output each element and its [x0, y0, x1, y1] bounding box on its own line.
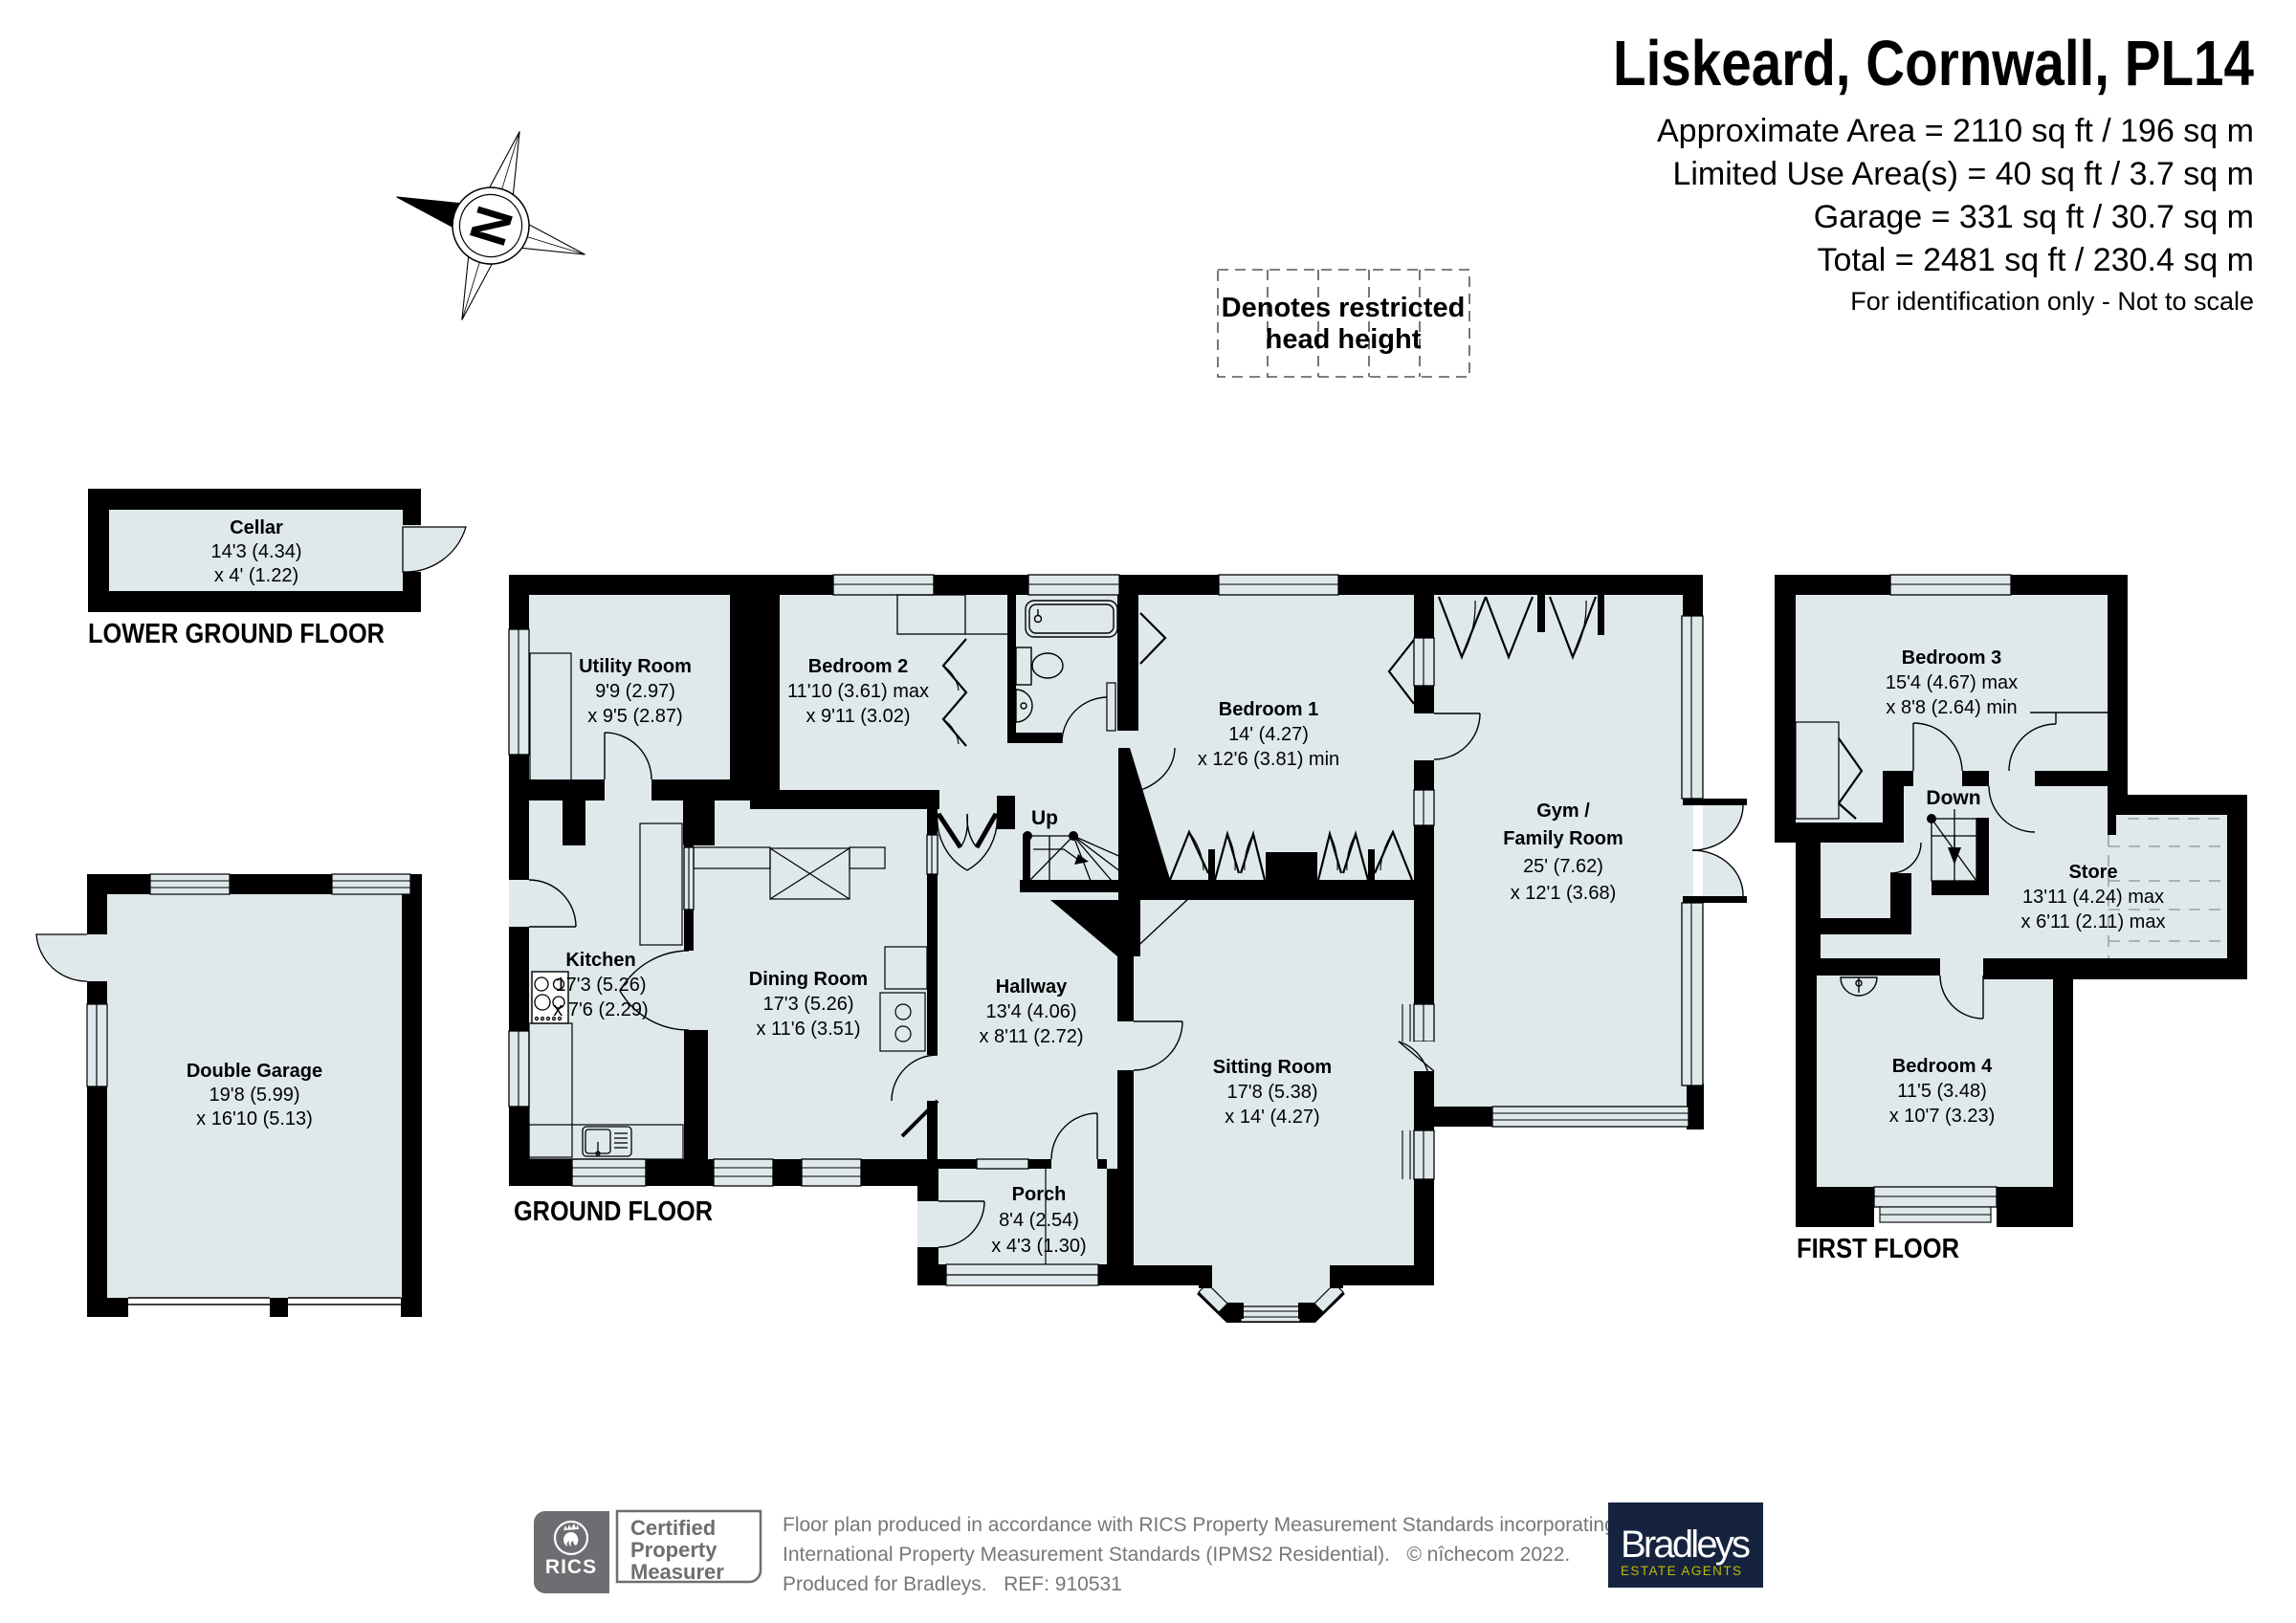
svg-text:Produced for Bradleys. REF:: Produced for Bradleys. REF: 910531 [783, 1573, 1122, 1595]
svg-text:x 14' (4.27): x 14' (4.27) [1225, 1107, 1319, 1128]
svg-text:GROUND FLOOR: GROUND FLOOR [514, 1196, 713, 1227]
svg-text:13'11 (4.24) max: 13'11 (4.24) max [2022, 887, 2164, 908]
svg-text:8'4 (2.54): 8'4 (2.54) [999, 1210, 1079, 1231]
svg-text:11'10 (3.61) max: 11'10 (3.61) max [787, 681, 929, 702]
svg-text:17'3 (5.26): 17'3 (5.26) [556, 975, 647, 996]
svg-text:Bedroom 4: Bedroom 4 [1892, 1056, 1993, 1077]
svg-text:x 11'6 (3.51): x 11'6 (3.51) [756, 1019, 860, 1040]
svg-text:x 8'8 (2.64) min: x 8'8 (2.64) min [1886, 697, 2017, 718]
svg-text:ESTATE AGENTS: ESTATE AGENTS [1621, 1564, 1741, 1578]
svg-text:Bedroom 3: Bedroom 3 [1902, 647, 2001, 669]
svg-text:Denotes restricted: Denotes restricted [1222, 293, 1466, 323]
svg-text:Dining Room: Dining Room [749, 969, 868, 990]
svg-text:For identification only - Not: For identification only - Not to scale [1850, 287, 2254, 316]
svg-text:x 9'11 (3.02): x 9'11 (3.02) [806, 706, 910, 727]
svg-text:Bradleys: Bradleys [1621, 1524, 1751, 1566]
svg-text:Utility Room: Utility Room [579, 656, 692, 677]
svg-text:Double Garage: Double Garage [187, 1061, 322, 1082]
svg-text:13'4 (4.06): 13'4 (4.06) [986, 1001, 1077, 1022]
svg-text:Kitchen: Kitchen [565, 950, 635, 971]
svg-text:Floor plan produced in accorda: Floor plan produced in accordance with R… [783, 1514, 1616, 1536]
svg-text:Up: Up [1031, 807, 1058, 829]
svg-text:Bedroom 2: Bedroom 2 [808, 656, 908, 677]
svg-text:x 8'11 (2.72): x 8'11 (2.72) [979, 1026, 1083, 1047]
svg-text:17'3 (5.26): 17'3 (5.26) [763, 994, 854, 1015]
svg-text:Down: Down [1926, 787, 1980, 809]
svg-text:14'3 (4.34): 14'3 (4.34) [211, 541, 302, 562]
svg-text:Porch: Porch [1012, 1184, 1067, 1205]
svg-text:x 6'11 (2.11) max: x 6'11 (2.11) max [2021, 911, 2166, 932]
svg-text:9'9 (2.97): 9'9 (2.97) [595, 681, 675, 702]
svg-text:Approximate Area = 2110 sq ft: Approximate Area = 2110 sq ft / 196 sq m [1657, 113, 2254, 149]
svg-text:Measurer: Measurer [630, 1560, 724, 1584]
svg-text:Certified: Certified [630, 1516, 716, 1540]
svg-text:Cellar: Cellar [230, 517, 283, 538]
svg-text:International Property Measure: International Property Measurement Stand… [783, 1544, 1570, 1566]
svg-text:x 10'7 (3.23): x 10'7 (3.23) [1889, 1106, 1996, 1127]
svg-text:Sitting Room: Sitting Room [1213, 1057, 1332, 1078]
svg-text:25' (7.62): 25' (7.62) [1523, 856, 1603, 877]
svg-text:Liskeard, Cornwall, PL14: Liskeard, Cornwall, PL14 [1613, 28, 2254, 99]
svg-text:x 12'1 (3.68): x 12'1 (3.68) [1511, 883, 1617, 904]
svg-text:19'8 (5.99): 19'8 (5.99) [210, 1085, 300, 1106]
svg-text:x 4'3 (1.30): x 4'3 (1.30) [991, 1236, 1086, 1257]
svg-text:x 12'6 (3.81) min: x 12'6 (3.81) min [1198, 749, 1339, 770]
svg-text:x 16'10 (5.13): x 16'10 (5.13) [196, 1108, 313, 1130]
svg-text:Bedroom 1: Bedroom 1 [1219, 699, 1318, 720]
svg-text:Total = 2481 sq ft / 230.4 sq: Total = 2481 sq ft / 230.4 sq m [1818, 242, 2254, 278]
svg-text:14' (4.27): 14' (4.27) [1228, 724, 1309, 745]
svg-text:Store: Store [2068, 862, 2117, 883]
svg-text:15'4 (4.67) max: 15'4 (4.67) max [1886, 672, 2018, 693]
svg-text:Gym /: Gym / [1536, 801, 1590, 822]
svg-text:Hallway: Hallway [996, 976, 1068, 998]
svg-text:LOWER GROUND FLOOR: LOWER GROUND FLOOR [88, 619, 385, 649]
svg-text:Limited Use Area(s) = 40 sq ft: Limited Use Area(s) = 40 sq ft / 3.7 sq … [1672, 156, 2254, 192]
svg-text:x 9'5 (2.87): x 9'5 (2.87) [587, 706, 682, 727]
svg-text:Family Room: Family Room [1503, 828, 1623, 849]
svg-text:11'5 (3.48): 11'5 (3.48) [1897, 1081, 1987, 1102]
svg-text:x 7'6 (2.29): x 7'6 (2.29) [553, 999, 648, 1020]
svg-text:FIRST FLOOR: FIRST FLOOR [1797, 1234, 1959, 1264]
svg-text:head height: head height [1266, 324, 1422, 355]
svg-text:RICS: RICS [545, 1556, 597, 1578]
svg-text:17'8 (5.38): 17'8 (5.38) [1227, 1082, 1318, 1103]
svg-text:Garage = 331 sq ft / 30.7 sq m: Garage = 331 sq ft / 30.7 sq m [1814, 199, 2254, 235]
svg-text:x 4' (1.22): x 4' (1.22) [214, 565, 298, 586]
svg-text:Property: Property [630, 1538, 718, 1562]
